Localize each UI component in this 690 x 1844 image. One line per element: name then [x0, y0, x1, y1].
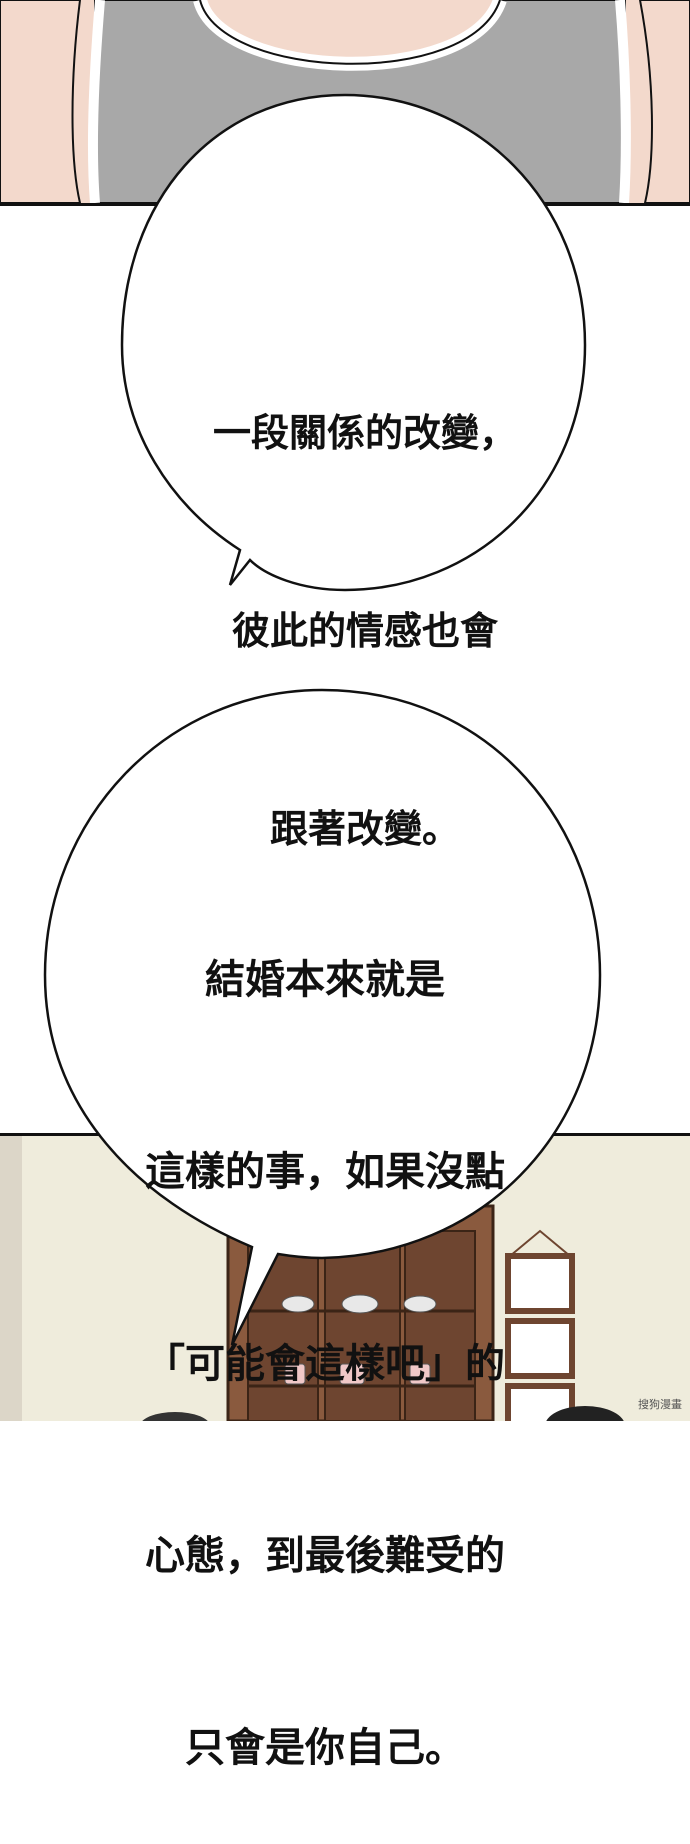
speech-bubbles: [43, 93, 602, 1346]
bubble-1-line: 一段關係的改變，: [212, 411, 517, 455]
bubble-2-text: 結婚本來就是 這樣的事，如果沒點 「可能會這樣吧」的 心態，到最後難受的 只會是…: [70, 820, 580, 1844]
speech-bubble-1: [120, 93, 587, 592]
bubble-1-text: 一段關係的改變， 彼此的情感也會 跟著改變。: [150, 268, 580, 928]
speech-bubble-2: [43, 688, 602, 1346]
bubble-2-line: 心態，到最後難受的: [145, 1533, 505, 1579]
bubble-2-line: 結婚本來就是: [205, 957, 445, 1003]
bubble-2-line: 只會是你自己。: [185, 1725, 465, 1771]
bubble-1-line: 彼此的情感也會: [231, 609, 498, 653]
bubble-1-line: 跟著改變。: [269, 807, 460, 851]
room-cabinet-art: [0, 1136, 690, 1421]
watermark: 搜狗漫畫: [638, 1398, 682, 1411]
bottom-panel: [0, 1133, 690, 1421]
bubble-2-line: 這樣的事，如果沒點: [145, 1149, 505, 1195]
bubble-2-line: 「可能會這樣吧」的: [145, 1341, 505, 1387]
